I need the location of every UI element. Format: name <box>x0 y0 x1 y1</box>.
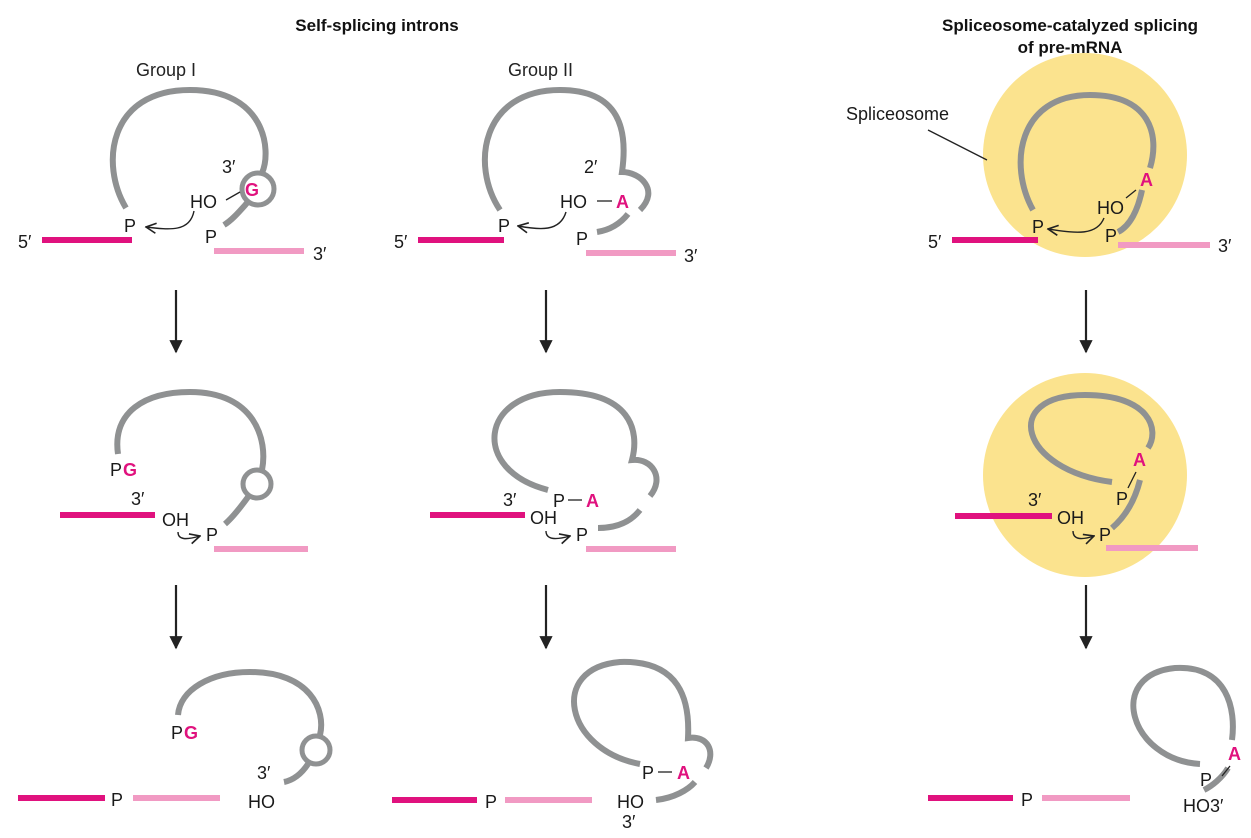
guanosine-bulge <box>239 170 277 208</box>
nucleotide-a: A <box>1140 170 1153 190</box>
phosphate-a-label: P <box>1116 489 1128 509</box>
three-prime-label: 3′ <box>313 244 327 264</box>
bond-line <box>225 191 241 201</box>
intron-tail <box>655 779 698 803</box>
phosphate-3-label: P <box>205 227 217 247</box>
bond-line <box>1127 471 1137 489</box>
phosphate-a-label: P <box>553 491 565 511</box>
intron-tail <box>596 212 631 235</box>
spliceosome-step2: A P 3′ OH P <box>955 391 1198 551</box>
three-prime-label: 3′ <box>257 763 271 783</box>
spliceosome-particle-top <box>983 53 1187 257</box>
ho3-label: HO3′ <box>1183 796 1224 816</box>
bond-line <box>1125 189 1137 199</box>
intron-lariat <box>1027 391 1156 485</box>
phosphate-5-label: P <box>498 216 510 236</box>
intron-tail <box>1116 189 1145 235</box>
group2-step1: 5′ 3′ 2′ HO A P P <box>394 86 698 266</box>
phosphate-a-label: P <box>642 763 654 783</box>
intron-lariat <box>571 658 714 770</box>
intron-loop <box>109 86 269 210</box>
attack-arrow <box>545 530 570 539</box>
oh-label: OH <box>1057 508 1084 528</box>
nucleotide-a: A <box>1228 744 1241 764</box>
attack-arrow <box>146 210 195 229</box>
nucleotide-g: G <box>184 723 198 743</box>
spliceosome-step3: P A P HO3′ <box>928 664 1241 816</box>
intron-loop <box>481 86 652 213</box>
phosphate-g-label: P <box>171 723 183 743</box>
three-prime-label: 3′ <box>684 246 698 266</box>
phosphate-label: P <box>485 792 497 812</box>
phosphate-3-label: P <box>1105 226 1117 246</box>
group1-step2: P G 3′ OH P <box>60 388 308 552</box>
heading-group1: Group I <box>136 60 197 80</box>
oh-label: OH <box>530 508 557 528</box>
three-prime-label: 3′ <box>1218 236 1232 256</box>
nucleotide-a: A <box>1133 450 1146 470</box>
phosphate-a-label: P <box>1200 770 1212 790</box>
group2-step3: P P A HO 3′ <box>392 658 714 832</box>
five-prime-label: 5′ <box>394 232 408 252</box>
intron-lariat <box>1130 664 1236 767</box>
heading-group2: Group II <box>508 60 574 80</box>
phosphate-g-label: P <box>110 460 122 480</box>
intron-tail <box>222 200 250 228</box>
intron-tail <box>1109 479 1143 531</box>
nucleotide-a: A <box>586 491 599 511</box>
attack-arrow <box>1072 530 1094 539</box>
intron-loop <box>1017 91 1157 212</box>
title-spliceosome: Spliceosome-catalyzed splicing of pre-mR… <box>900 15 1240 59</box>
phosphate-3-label: P <box>576 229 588 249</box>
ho-label: HO <box>190 192 217 212</box>
spliceosome-step1: 5′ 3′ A HO P P Spliceosome <box>846 91 1232 256</box>
phosphate-label: P <box>111 790 123 810</box>
ho-label: HO <box>1097 198 1124 218</box>
three-prime-label: 3′ <box>503 490 517 510</box>
phosphate-5-label: P <box>124 216 136 236</box>
bulge <box>299 733 333 767</box>
group2-step2: 3′ P A OH P <box>430 388 676 552</box>
bond-line <box>1221 765 1231 777</box>
group1-step3: P P G 3′ HO <box>18 668 333 812</box>
bulge <box>240 467 274 501</box>
five-prime-label: 5′ <box>18 232 32 252</box>
ho-label: HO <box>248 792 275 812</box>
spliceosome-label: Spliceosome <box>846 104 949 124</box>
intron-loop <box>114 388 267 471</box>
spliceosome-leader-line <box>927 129 988 161</box>
five-prime-label: 5′ <box>928 232 942 252</box>
phosphate-label: P <box>576 525 588 545</box>
intron-lariat <box>491 388 660 498</box>
title-self-splicing: Self-splicing introns <box>295 16 459 35</box>
nucleotide-a: A <box>616 192 629 212</box>
two-prime-oh-label: 2′ <box>584 157 598 177</box>
title-spliceosome-line1: Spliceosome-catalyzed splicing <box>941 16 1199 35</box>
phosphate-label: P <box>1099 525 1111 545</box>
ho-label: HO <box>560 192 587 212</box>
ho-label: HO <box>617 792 644 812</box>
three-prime-label: 3′ <box>1028 490 1042 510</box>
three-prime-label: 3′ <box>622 812 636 832</box>
attack-arrow <box>518 211 567 229</box>
nucleotide-g: G <box>123 460 137 480</box>
title-spliceosome-line2: of pre-mRNA <box>1017 38 1123 57</box>
intron-tail <box>283 762 311 785</box>
intron-tail <box>597 508 643 531</box>
attack-arrow <box>177 531 200 539</box>
intron-lariat <box>175 668 325 736</box>
phosphate-label: P <box>1021 790 1033 810</box>
phosphate-label: P <box>206 525 218 545</box>
phosphate-5-label: P <box>1032 217 1044 237</box>
attack-arrow <box>1048 217 1105 232</box>
group1-step1: 5′ 3′ 3′ HO G P P <box>18 86 327 264</box>
three-prime-label: 3′ <box>131 489 145 509</box>
intron-tail <box>223 495 251 527</box>
three-prime-oh-label: 3′ <box>222 157 236 177</box>
nucleotide-a: A <box>677 763 690 783</box>
nucleotide-g: G <box>245 180 259 200</box>
oh-label: OH <box>162 510 189 530</box>
